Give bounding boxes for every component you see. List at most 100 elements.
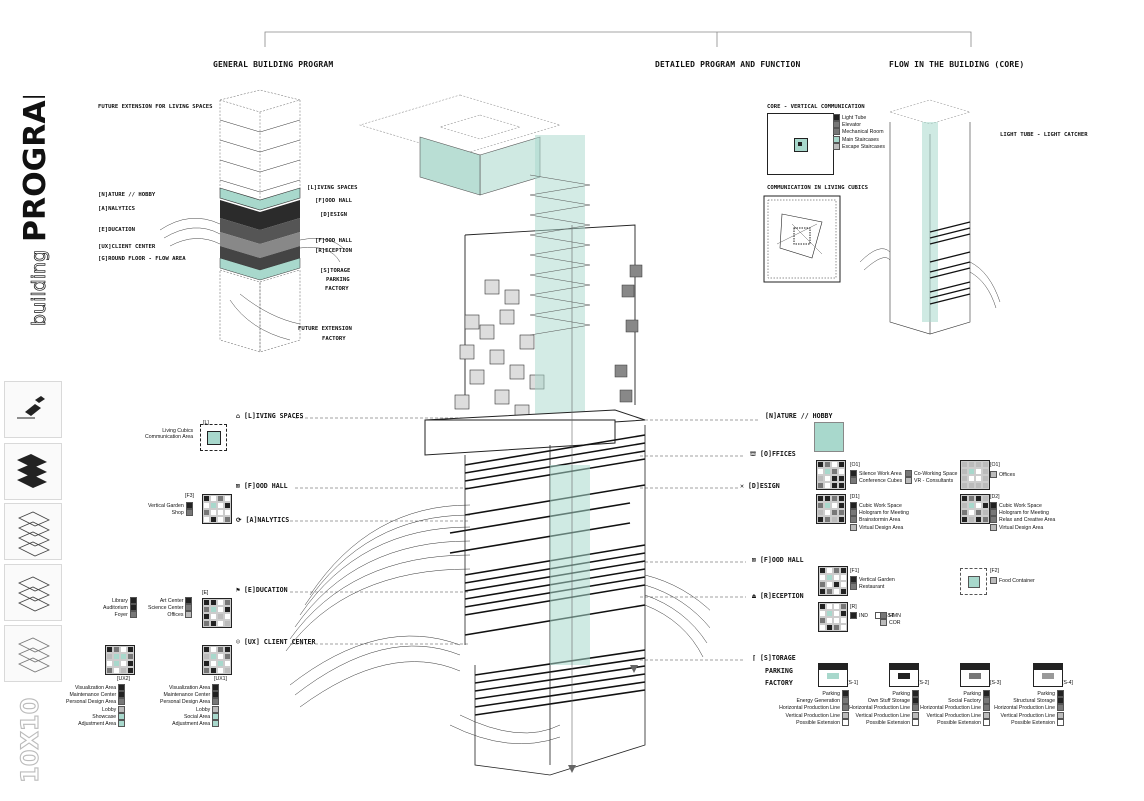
label-living: [L]IVING SPACES	[307, 185, 358, 191]
right-offices-tag2: [O1]	[990, 462, 1000, 468]
label-factory: FACTORY	[325, 286, 349, 292]
right-design-tag2: [D2]	[990, 494, 1000, 500]
label-design: [D]ESIGN	[320, 212, 347, 218]
label-analytics: [A]NALYTICS	[98, 206, 136, 212]
right-storage-label2: PARKING	[765, 667, 793, 675]
left-ux1-tag: [UX1]	[214, 676, 227, 682]
s3-tag: [S-3]	[990, 680, 1001, 686]
right-food-plan2	[960, 568, 987, 595]
label-food2: [F]OOD HALL	[315, 238, 353, 244]
page-title: building PROGRAM	[18, 96, 52, 326]
label-reception: [R]ECEPTION	[315, 248, 353, 254]
s3-items: Parking Social Factory Horizontal Produc…	[920, 690, 990, 726]
label-parking: PARKING	[326, 277, 350, 283]
core-title: CORE - VERTICAL COMMUNICATION	[767, 104, 865, 110]
left-ux2-tag: [UX2]	[117, 676, 130, 682]
label-factory2: FACTORY	[322, 336, 346, 342]
right-offices-label: ⛫ [O]FFICES	[750, 450, 796, 458]
right-storage-label3: FACTORY	[765, 679, 793, 687]
left-education-plan	[202, 598, 232, 628]
s4-plan	[1033, 663, 1063, 687]
left-food-items: Vertical Garden Shop	[148, 502, 193, 517]
thumb-5[interactable]	[4, 625, 62, 682]
label-future-living: FUTURE EXTENSION FOR LIVING SPACES	[98, 104, 213, 110]
s1-items: Parking Energy Generation Horizontal Pro…	[779, 690, 849, 726]
left-education-items-a: Library Auditorium Foyer	[103, 597, 137, 619]
s1-plan	[818, 663, 848, 687]
core-item-mech: Mechanical Room	[833, 128, 885, 136]
right-design-label: ✕ [D]ESIGN	[740, 482, 780, 490]
s3-plan	[960, 663, 990, 687]
left-ux2-plan	[105, 645, 135, 675]
left-ux1-plan	[202, 645, 232, 675]
s1-tag: [S-1]	[847, 680, 858, 686]
label-food: [F]OOD HALL	[315, 198, 353, 204]
right-offices-items2: Offices	[990, 471, 1015, 478]
light-tube-label: LIGHT TUBE - LIGHT CATCHER	[1000, 132, 1088, 138]
core-item-elevator: Elevator	[833, 121, 885, 129]
label-nature: [N]ATURE // HOBBY	[98, 192, 156, 198]
left-education-tag: [E]	[202, 590, 209, 596]
right-nature-plan	[814, 422, 844, 452]
left-food-label: ⊠ [F]OOD HALL	[236, 482, 288, 490]
right-design-items2: Cubic Work Space Hologram for Meeting Re…	[990, 502, 1055, 531]
left-analytics-label: ⟳ [A]NALYTICS	[236, 516, 290, 524]
s2-items: Parking Own Stuff Storage Horizontal Pro…	[849, 690, 919, 726]
right-storage-label: ⌈ [S]TORAGE	[752, 654, 796, 662]
core-item-light-tube: Light Tube	[833, 114, 885, 121]
left-ux2-items: Visualization Area Maintenance Center Pe…	[66, 684, 126, 727]
right-offices-items1: Silence Work Area Conference Cubes	[850, 470, 902, 485]
right-food-tag2: [F2]	[990, 568, 999, 574]
label-future-ext: FUTURE EXTENSION	[298, 326, 352, 332]
left-living-plan	[200, 424, 227, 451]
label-ux-center: [UX]CLIENT CENTER	[98, 244, 156, 250]
left-food-plan	[202, 494, 232, 524]
thumb-2[interactable]	[4, 443, 62, 500]
s2-tag: [S-2]	[918, 680, 929, 686]
right-food-tag1: [F1]	[850, 568, 859, 574]
title-word-building: building	[28, 250, 50, 326]
right-nature-label: [N]ATURE // HOBBY	[765, 412, 833, 420]
header-detailed-program: DETAILED PROGRAM AND FUNCTION	[655, 60, 801, 69]
watermark-text: 10X10	[16, 698, 44, 783]
label-ground: [G]ROUND FLOOR - FLOW AREA	[98, 256, 186, 262]
comm-plan	[763, 195, 841, 283]
general-program-tower	[159, 89, 346, 353]
right-offices-tag1: [O1]	[850, 462, 860, 468]
right-offices-plan2	[960, 460, 990, 490]
left-living-tag: [L]	[203, 420, 209, 426]
core-items: Light Tube Elevator Mechanical Room Main…	[833, 114, 885, 150]
right-reception-tag: [R]	[850, 604, 857, 610]
left-ux-label: ☺ [UX] CLIENT CENTER	[236, 638, 316, 646]
s2-plan	[889, 663, 919, 687]
left-education-label: ⚑ [E]DUCATION	[236, 586, 288, 594]
comm-title: COMMUNICATION IN LIVING CUBICS	[767, 185, 869, 191]
thumb-4[interactable]	[4, 564, 62, 621]
right-food-label: ⊠ [F]OOD HALL	[752, 556, 804, 564]
label-storage: [S]TORAGE	[320, 268, 351, 274]
main-tower-axonometric	[285, 94, 710, 776]
right-food-items2: Food Container	[990, 577, 1035, 584]
watermark: 10X10	[15, 697, 44, 783]
header-flow-core: FLOW IN THE BUILDING (CORE)	[889, 60, 1025, 69]
right-design-items1: Cubic Work Space Hologram for Meeting Br…	[850, 502, 909, 531]
left-living-label: ⌂ [L]IVING SPACES	[236, 412, 304, 420]
right-design-plan1	[816, 494, 846, 524]
core-flow-tower	[860, 99, 1001, 335]
title-word-program: PROGRAM	[18, 96, 52, 242]
right-offices-items1b: Co-Working Space VR - Consultants	[905, 470, 957, 485]
thumb-3[interactable]	[4, 503, 62, 560]
right-reception-plan	[818, 602, 848, 632]
right-food-plan1	[818, 566, 848, 596]
left-food-tag: [F3]	[185, 493, 194, 499]
header-general-program: GENERAL BUILDING PROGRAM	[213, 60, 334, 69]
label-education: [E]DUCATION	[98, 227, 136, 233]
right-offices-plan1	[816, 460, 846, 490]
left-ux1-items: Visualization Area Maintenance Center Pe…	[160, 684, 220, 727]
s4-items: Parking Structural Storage Horizontal Pr…	[994, 690, 1064, 726]
right-reception-label: ⏏ [R]ECEPTION	[752, 592, 804, 600]
thumb-1[interactable]	[4, 381, 62, 438]
s4-tag: [S-4]	[1062, 680, 1073, 686]
